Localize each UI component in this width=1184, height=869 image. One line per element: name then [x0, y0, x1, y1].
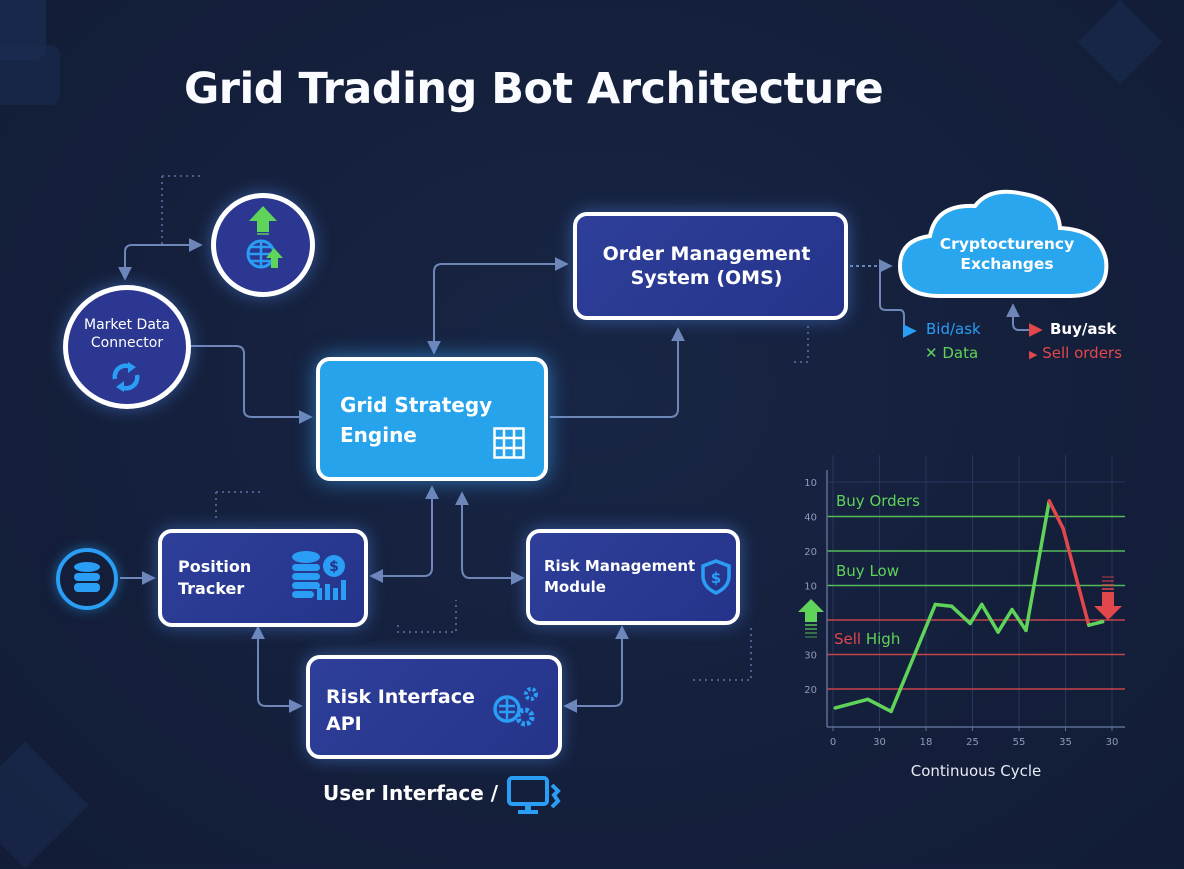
legend-data-label: Data — [942, 344, 978, 362]
connector-bidask — [880, 270, 914, 331]
risk-module-label-line1: Risk Management — [544, 557, 695, 576]
legend-sell-orders: ▶ Sell orders — [1029, 344, 1122, 362]
grid-engine-label-line1: Grid Strategy — [340, 393, 492, 419]
database-icon — [72, 562, 102, 596]
monitor-gear-icon — [506, 775, 562, 817]
connector-engine-to-position — [372, 488, 432, 576]
position-tracker-label-line2: Tracker — [178, 579, 244, 599]
order-management-system-node[interactable]: Order Management System (OMS) — [573, 212, 848, 320]
shield-dollar-icon: $ — [700, 559, 732, 595]
user-interface-label: User Interface / — [323, 781, 498, 807]
legend-sell-orders-label: Sell orders — [1042, 344, 1122, 362]
svg-text:$: $ — [711, 569, 721, 587]
connector-market-to-engine — [188, 346, 310, 417]
connector-market-to-globe — [125, 245, 200, 278]
svg-text:$: $ — [329, 559, 339, 575]
connector-engine-to-oms — [434, 264, 566, 352]
triangle-right-icon: ▶ — [1029, 348, 1037, 361]
exchanges-label: Cryptocturency Exchanges — [932, 235, 1082, 275]
coins-chart-icon: $ — [289, 550, 351, 602]
market-data-connector-label: Market Data Connector — [74, 317, 180, 353]
legend-bid-ask: Bid/ask — [926, 320, 981, 339]
position-tracker-label-line1: Position — [178, 557, 251, 577]
refresh-icon — [109, 361, 143, 393]
oms-label: Order Management System (OMS) — [599, 242, 814, 291]
grid-engine-label-line2: Engine — [340, 423, 417, 449]
connector-risk-to-api — [566, 628, 622, 706]
grid-strategy-engine-node[interactable]: Grid Strategy Engine — [316, 357, 548, 481]
risk-management-module-node[interactable]: Risk Management Module $ — [526, 529, 740, 625]
x-icon: ✕ — [925, 344, 938, 362]
legend-data: ✕ Data — [925, 344, 978, 362]
legend-buy-ask: Buy/ask — [1050, 320, 1116, 339]
position-tracker-node[interactable]: Position Tracker $ — [158, 529, 368, 627]
market-data-connector-node[interactable]: Market Data Connector — [63, 285, 191, 409]
connector-position-to-api — [258, 628, 300, 706]
global-feed-node[interactable] — [211, 193, 315, 297]
connector-engine-right-to-oms — [550, 330, 678, 417]
api-gears-icon — [491, 685, 543, 729]
risk-module-label-line2: Module — [544, 578, 606, 597]
globe-upload-icon — [233, 204, 293, 274]
connector-buyask — [1013, 306, 1040, 330]
database-node[interactable] — [56, 548, 118, 610]
risk-interface-api-node[interactable]: Risk Interface API — [306, 655, 562, 759]
risk-api-label-line1: Risk Interface — [326, 685, 475, 709]
risk-api-label-line2: API — [326, 712, 362, 736]
grid-icon — [493, 427, 525, 459]
connector-engine-to-risk — [462, 494, 522, 578]
